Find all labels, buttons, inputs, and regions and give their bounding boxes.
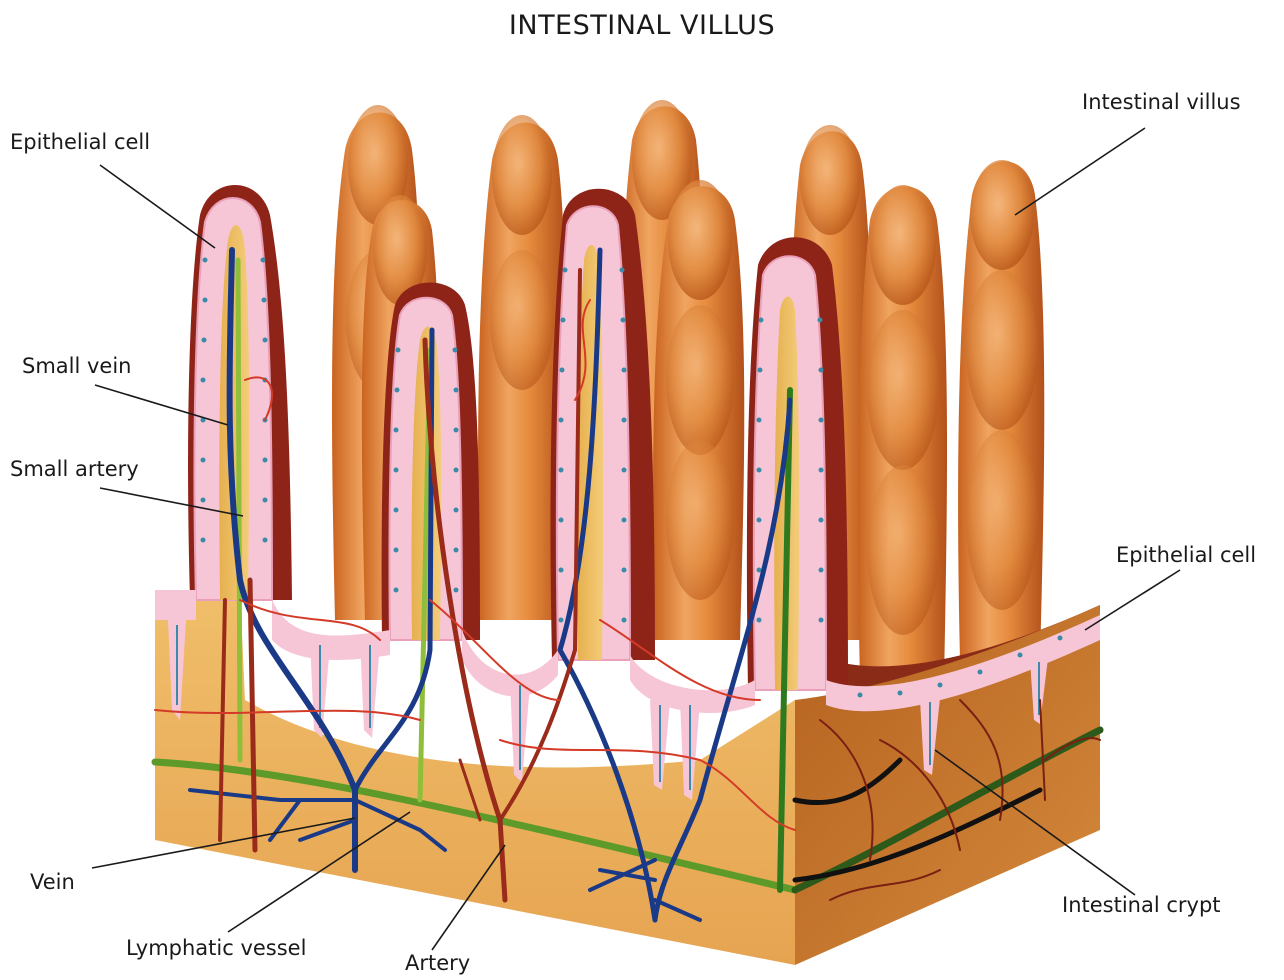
label-vein: Vein — [30, 870, 75, 894]
label-artery: Artery — [405, 951, 470, 975]
label-lymphatic-vessel: Lymphatic vessel — [126, 936, 306, 960]
label-small-artery: Small artery — [10, 457, 139, 481]
label-intestinal-crypt: Intestinal crypt — [1062, 893, 1221, 917]
label-epithelial-cell-top: Epithelial cell — [10, 130, 150, 154]
label-intestinal-villus: Intestinal villus — [1082, 90, 1241, 114]
label-small-vein: Small vein — [22, 354, 132, 378]
label-epithelial-cell-right: Epithelial cell — [1116, 543, 1256, 567]
